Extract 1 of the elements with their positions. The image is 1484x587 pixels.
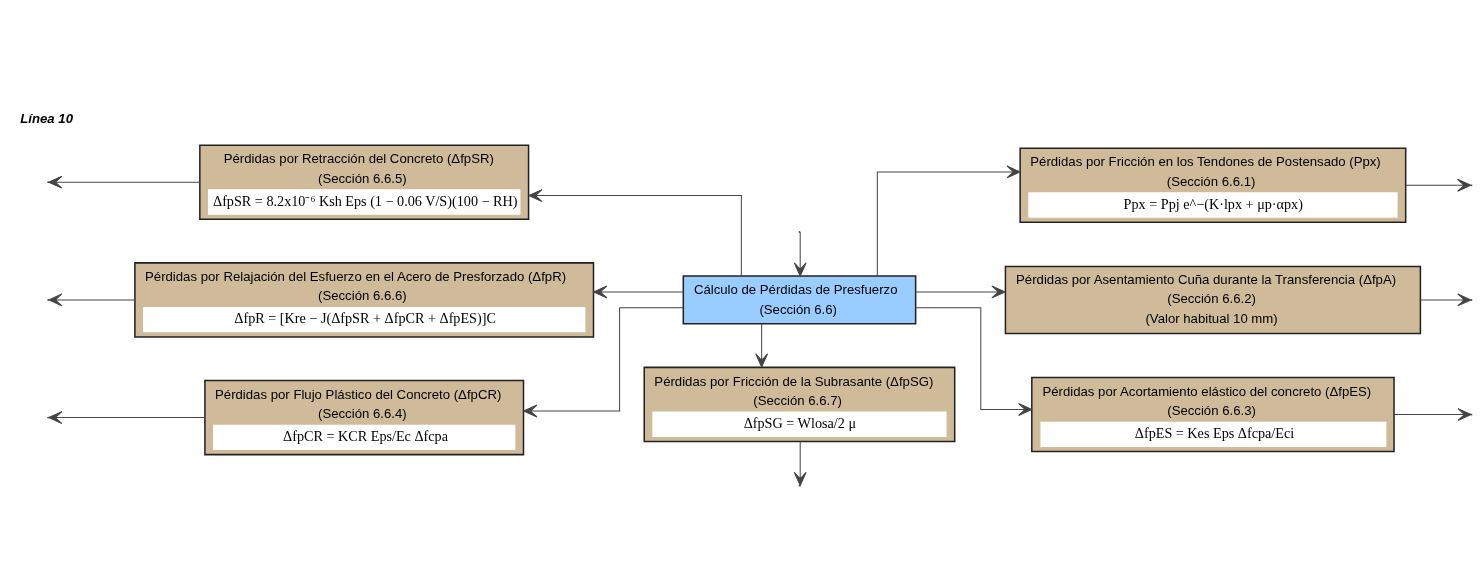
label: Línea 10 bbox=[20, 110, 73, 126]
